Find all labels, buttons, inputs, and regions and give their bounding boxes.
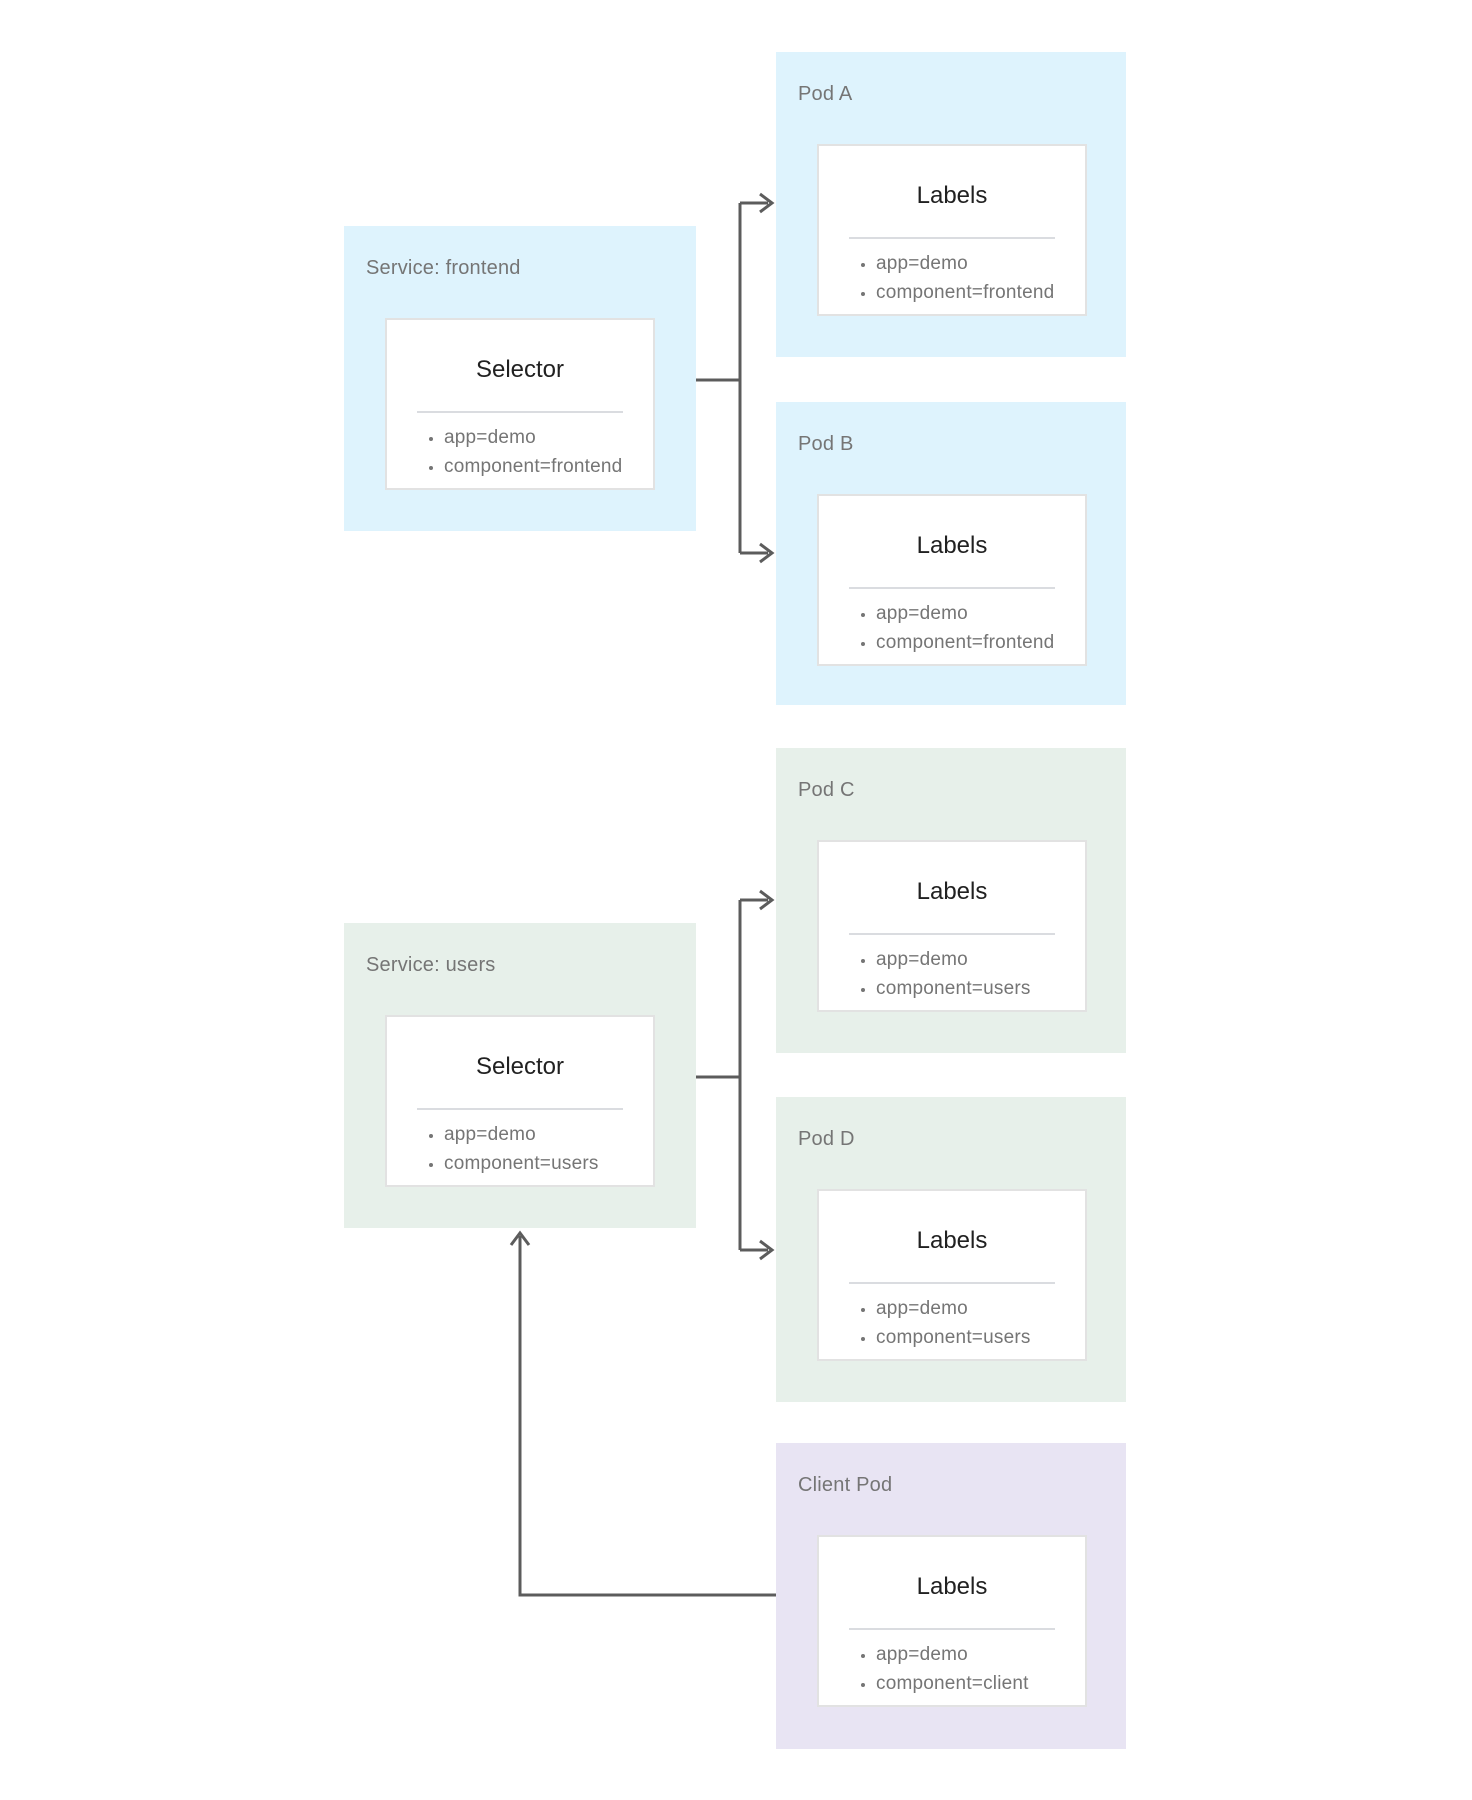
labels-card: Labels app=demo component=users bbox=[817, 1189, 1087, 1361]
arrowhead-into-pod-d bbox=[759, 1239, 775, 1261]
labels-card: Labels app=demo component=frontend bbox=[817, 494, 1087, 666]
label-item: component=users bbox=[876, 974, 1085, 1003]
labels-list: app=demo component=frontend bbox=[819, 249, 1085, 307]
selector-card: Selector app=demo component=frontend bbox=[385, 318, 655, 490]
arrowhead-into-pod-c bbox=[759, 889, 775, 911]
node-title: Pod A bbox=[798, 83, 853, 105]
card-heading: Labels bbox=[916, 878, 988, 905]
labels-list: app=demo component=users bbox=[819, 945, 1085, 1003]
label-item: app=demo bbox=[876, 945, 1085, 974]
selector-list: app=demo component=users bbox=[387, 1120, 653, 1178]
card-heading: Labels bbox=[916, 1573, 988, 1600]
selector-list: app=demo component=frontend bbox=[387, 423, 653, 481]
selector-item: app=demo bbox=[444, 423, 653, 452]
node-title: Service: frontend bbox=[366, 257, 521, 279]
label-item: component=frontend bbox=[876, 278, 1085, 307]
node-pod-b: Pod B Labels app=demo component=frontend bbox=[776, 402, 1126, 705]
labels-card: Labels app=demo component=client bbox=[817, 1535, 1087, 1707]
arrowhead-into-pod-a bbox=[759, 192, 775, 214]
label-item: component=frontend bbox=[876, 628, 1085, 657]
label-item: component=users bbox=[876, 1323, 1085, 1352]
labels-list: app=demo component=users bbox=[819, 1294, 1085, 1352]
selector-item: component=frontend bbox=[444, 452, 653, 481]
node-service-users: Service: users Selector app=demo compone… bbox=[344, 923, 696, 1228]
card-heading: Selector bbox=[475, 1053, 565, 1080]
node-pod-a: Pod A Labels app=demo component=frontend bbox=[776, 52, 1126, 357]
card-heading: Labels bbox=[916, 1227, 988, 1254]
selector-card: Selector app=demo component=users bbox=[385, 1015, 655, 1187]
arrowhead-into-pod-b bbox=[759, 542, 775, 564]
label-item: app=demo bbox=[876, 1640, 1085, 1669]
card-divider bbox=[849, 587, 1055, 589]
connector-frontend-to-pods bbox=[696, 201, 768, 555]
node-title: Pod D bbox=[798, 1128, 855, 1150]
card-divider bbox=[849, 1628, 1055, 1630]
node-pod-c: Pod C Labels app=demo component=users bbox=[776, 748, 1126, 1053]
card-divider bbox=[417, 1108, 623, 1110]
arrowhead-into-service-users bbox=[509, 1230, 531, 1246]
labels-card: Labels app=demo component=frontend bbox=[817, 144, 1087, 316]
connector-users-to-pods bbox=[696, 898, 768, 1252]
card-divider bbox=[417, 411, 623, 413]
card-heading: Labels bbox=[916, 182, 988, 209]
selector-item: component=users bbox=[444, 1149, 653, 1178]
selector-item: app=demo bbox=[444, 1120, 653, 1149]
node-service-frontend: Service: frontend Selector app=demo comp… bbox=[344, 226, 696, 531]
card-heading: Selector bbox=[475, 356, 565, 383]
labels-card: Labels app=demo component=users bbox=[817, 840, 1087, 1012]
card-divider bbox=[849, 237, 1055, 239]
node-title: Client Pod bbox=[798, 1474, 893, 1496]
node-title: Service: users bbox=[366, 954, 496, 976]
card-heading: Labels bbox=[916, 532, 988, 559]
labels-list: app=demo component=client bbox=[819, 1640, 1085, 1698]
label-item: app=demo bbox=[876, 599, 1085, 628]
label-item: app=demo bbox=[876, 1294, 1085, 1323]
card-divider bbox=[849, 1282, 1055, 1284]
labels-list: app=demo component=frontend bbox=[819, 599, 1085, 657]
node-title: Pod C bbox=[798, 779, 855, 801]
label-item: component=client bbox=[876, 1669, 1085, 1698]
node-pod-d: Pod D Labels app=demo component=users bbox=[776, 1097, 1126, 1402]
node-client-pod: Client Pod Labels app=demo component=cli… bbox=[776, 1443, 1126, 1749]
card-divider bbox=[849, 933, 1055, 935]
node-title: Pod B bbox=[798, 433, 854, 455]
label-item: app=demo bbox=[876, 249, 1085, 278]
connector-client-to-users bbox=[518, 1236, 776, 1597]
